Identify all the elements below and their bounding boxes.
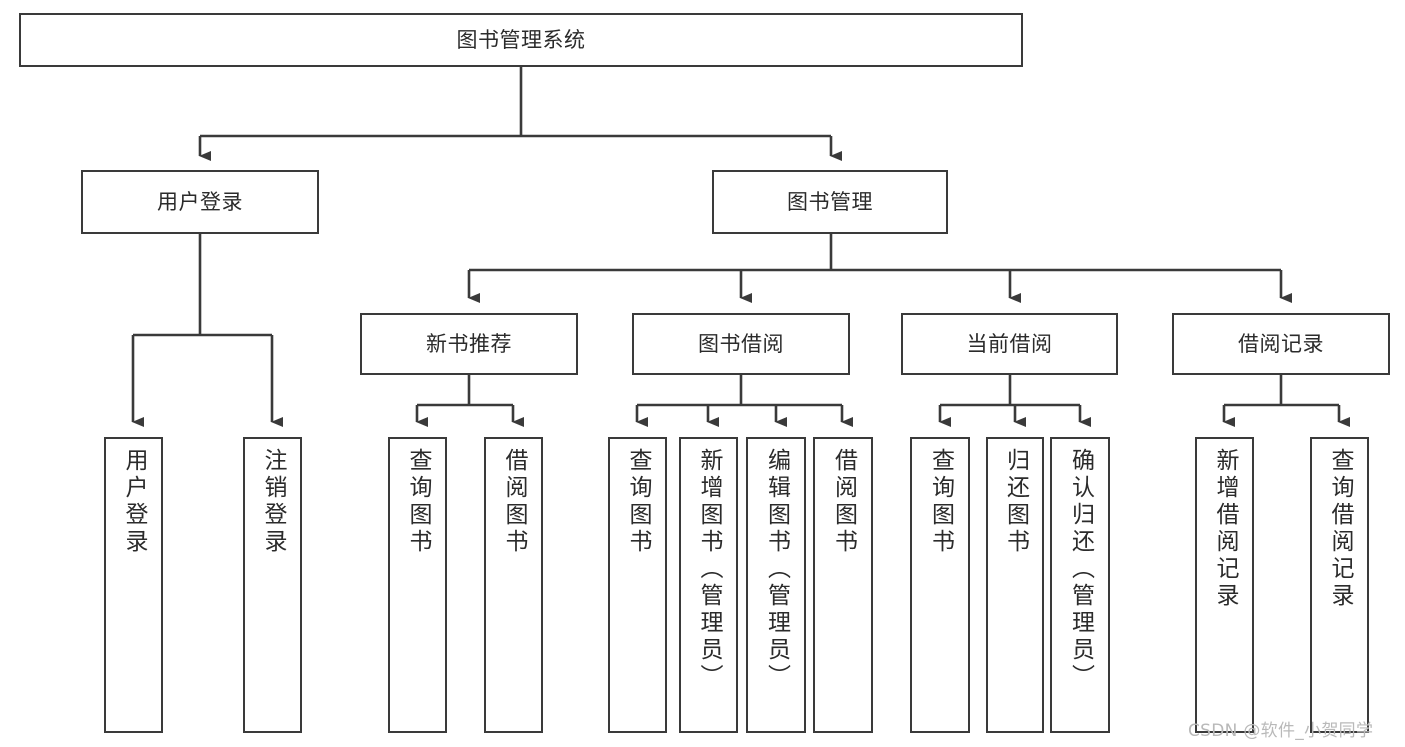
leaf-user-login-label: 用户登录 [121, 448, 147, 556]
node-book-management[interactable]: 图书管理 [712, 170, 948, 234]
node-book-borrow-label: 图书借阅 [698, 331, 784, 356]
leaf-logout-label: 注销登录 [260, 448, 286, 556]
node-book-management-label: 图书管理 [787, 189, 873, 214]
leaf-query-book-borrow-label: 查询图书 [625, 448, 651, 556]
node-user-login[interactable]: 用户登录 [81, 170, 319, 234]
leaf-query-borrow-record[interactable]: 查询借阅记录 [1310, 437, 1369, 733]
leaf-logout[interactable]: 注销登录 [243, 437, 302, 733]
node-borrow-record[interactable]: 借阅记录 [1172, 313, 1390, 375]
leaf-add-book-admin-label: 新增图书（管理员） [696, 448, 722, 691]
node-book-borrow[interactable]: 图书借阅 [632, 313, 850, 375]
leaf-confirm-return-admin-label: 确认归还（管理员） [1067, 448, 1094, 691]
leaf-query-book-borrow[interactable]: 查询图书 [608, 437, 667, 733]
leaf-query-book-recommend-label: 查询图书 [405, 448, 431, 556]
leaf-query-book-current-label: 查询图书 [927, 448, 954, 556]
leaf-query-borrow-record-label: 查询借阅记录 [1327, 448, 1353, 610]
node-new-book-recommend[interactable]: 新书推荐 [360, 313, 578, 375]
leaf-return-book-label: 归还图书 [1002, 448, 1029, 556]
leaf-edit-book-admin[interactable]: 编辑图书（管理员） [746, 437, 806, 733]
watermark: CSDN @软件_小贺同学 [1188, 721, 1374, 741]
node-current-borrow[interactable]: 当前借阅 [901, 313, 1118, 375]
leaf-borrow-book-recommend[interactable]: 借阅图书 [484, 437, 543, 733]
leaf-confirm-return-admin[interactable]: 确认归还（管理员） [1050, 437, 1110, 733]
leaf-query-book-recommend[interactable]: 查询图书 [388, 437, 447, 733]
leaf-borrow-book[interactable]: 借阅图书 [813, 437, 873, 733]
node-root-label: 图书管理系统 [456, 27, 586, 52]
node-borrow-record-label: 借阅记录 [1238, 331, 1324, 356]
node-root[interactable]: 图书管理系统 [19, 13, 1023, 67]
node-user-login-label: 用户登录 [157, 189, 243, 214]
leaf-return-book[interactable]: 归还图书 [986, 437, 1044, 733]
leaf-borrow-book-label: 借阅图书 [830, 448, 857, 556]
leaf-add-book-admin[interactable]: 新增图书（管理员） [679, 437, 738, 733]
node-new-book-recommend-label: 新书推荐 [426, 331, 512, 356]
leaf-edit-book-admin-label: 编辑图书（管理员） [763, 448, 790, 691]
leaf-add-borrow-record-label: 新增借阅记录 [1212, 448, 1238, 610]
leaf-user-login[interactable]: 用户登录 [104, 437, 163, 733]
leaf-query-book-current[interactable]: 查询图书 [910, 437, 970, 733]
leaf-borrow-book-recommend-label: 借阅图书 [501, 448, 527, 556]
leaf-add-borrow-record[interactable]: 新增借阅记录 [1195, 437, 1254, 733]
node-current-borrow-label: 当前借阅 [966, 331, 1053, 356]
